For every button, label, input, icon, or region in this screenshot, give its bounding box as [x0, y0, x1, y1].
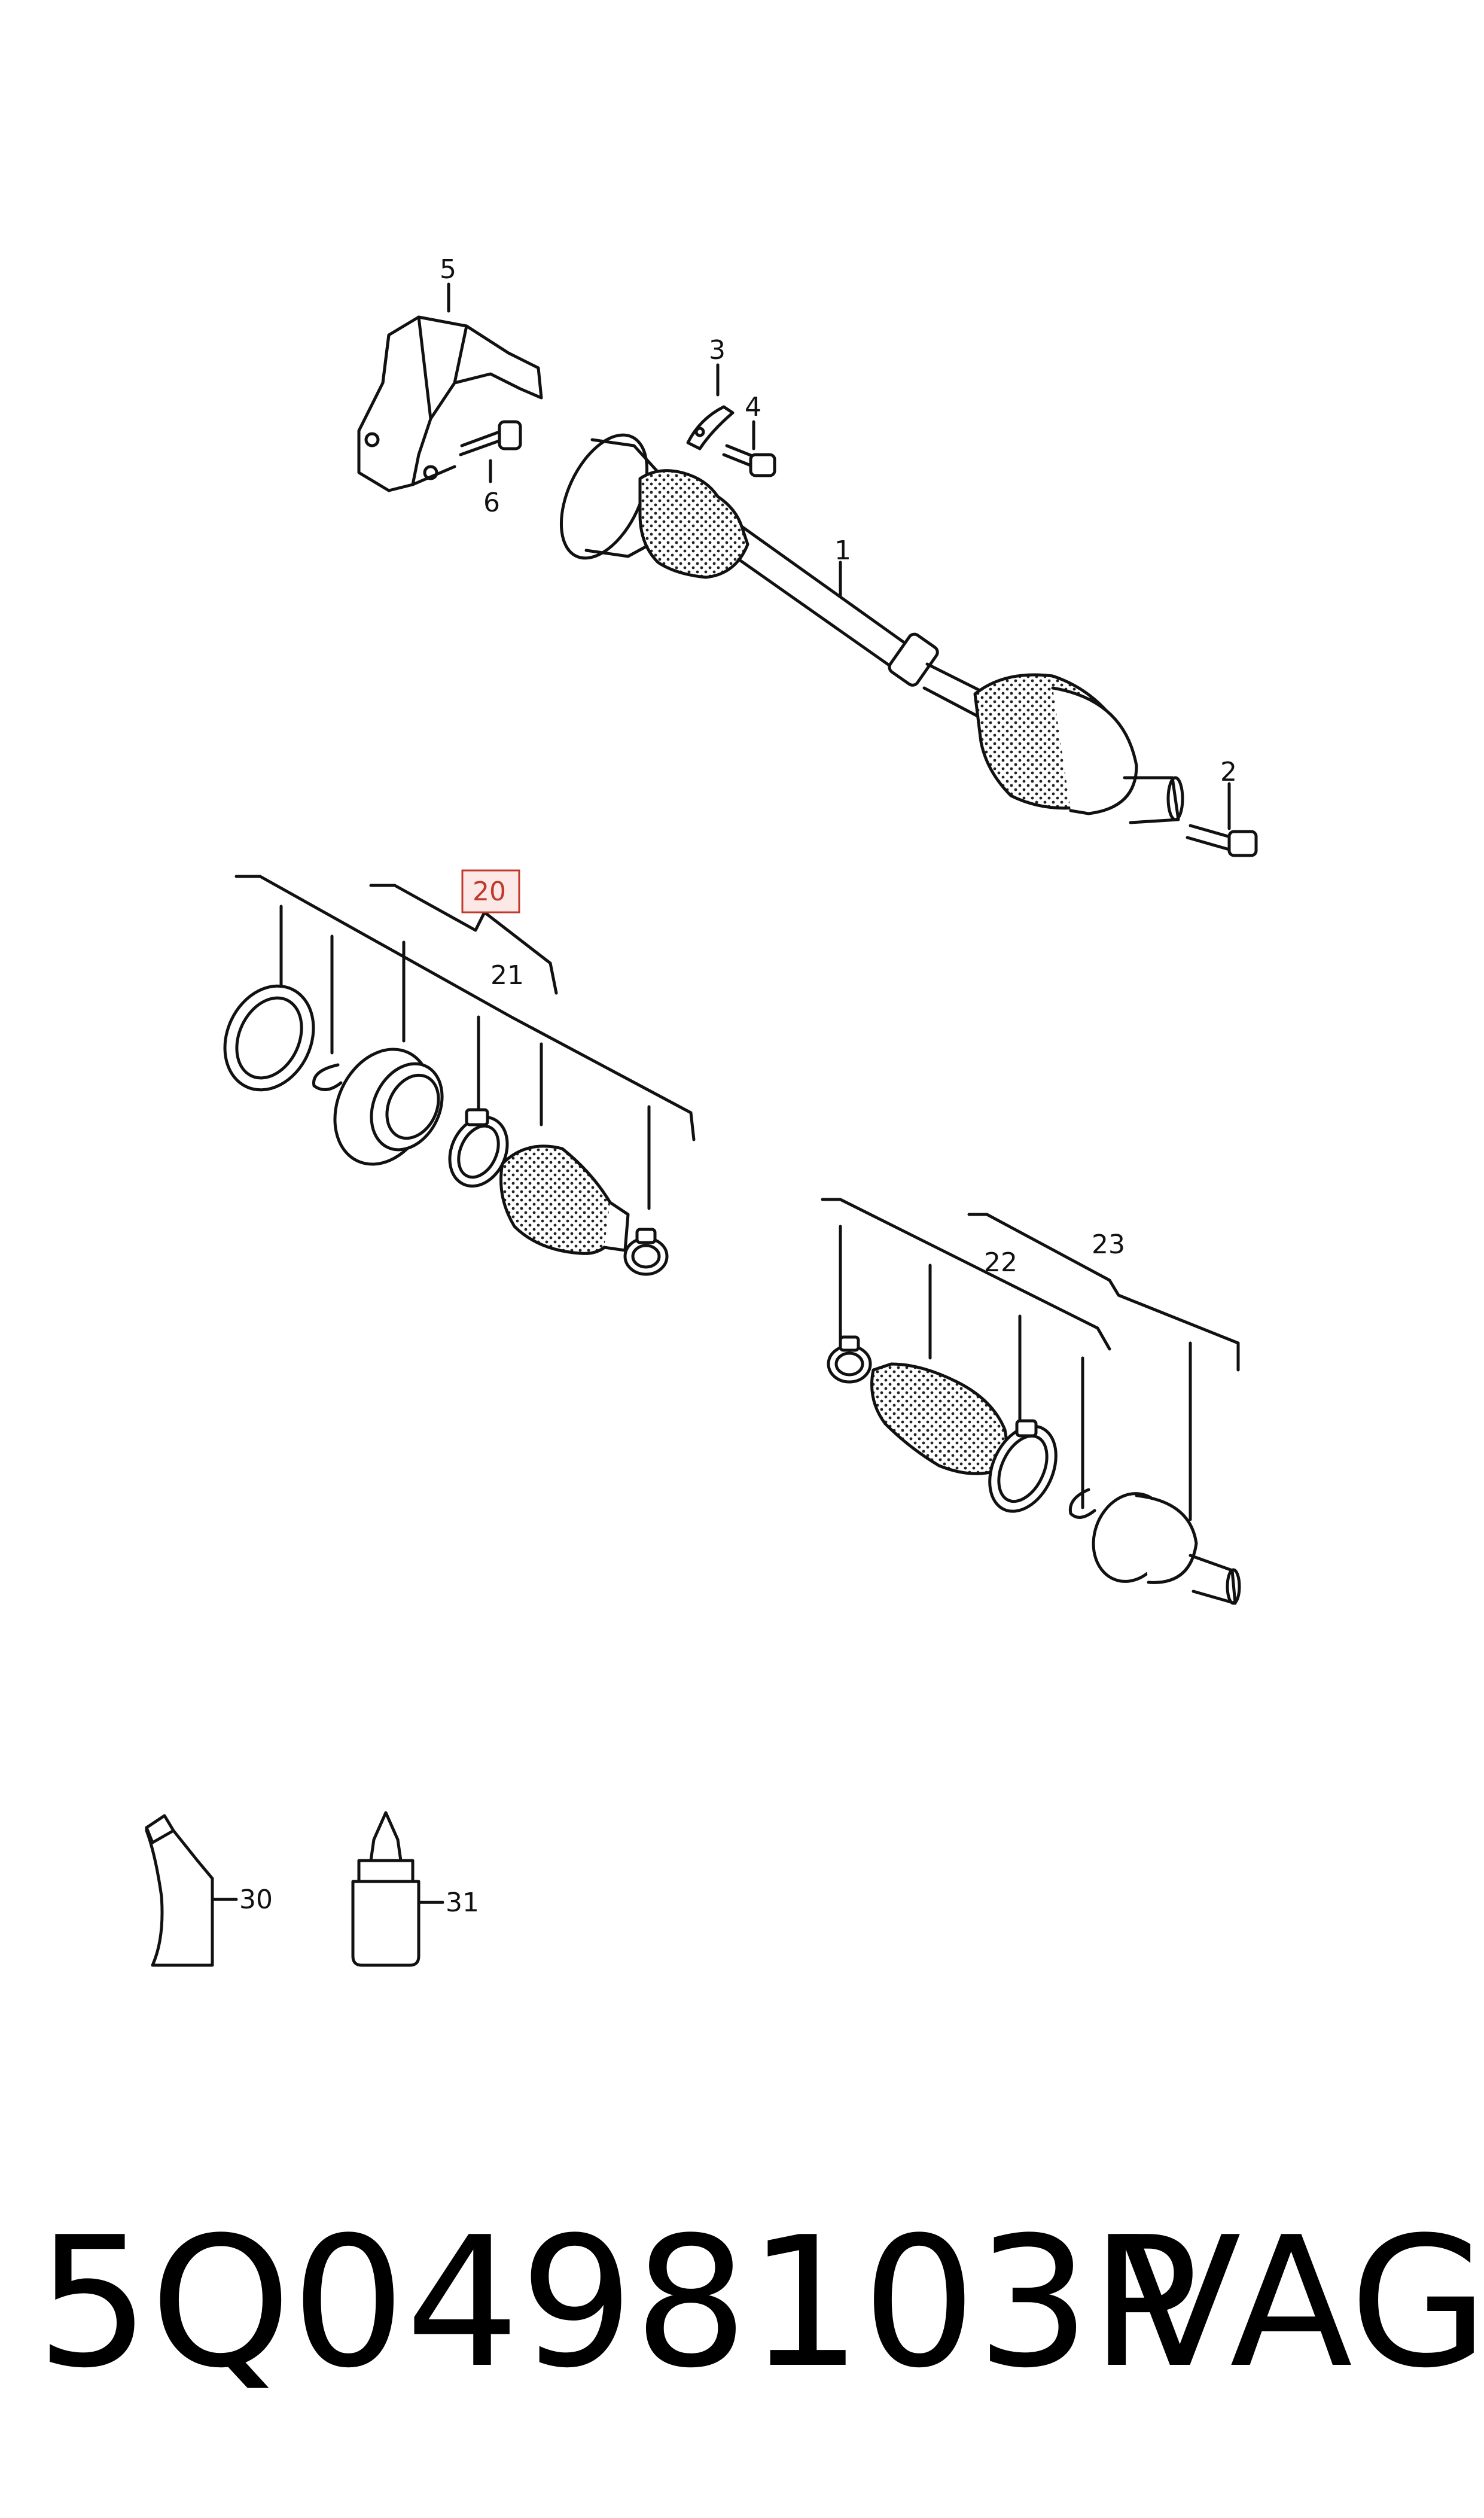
- clamp-small-21: [623, 1228, 669, 1276]
- part-number: 5Q0498103P: [36, 2199, 1199, 2407]
- clamp-small-22: [827, 1335, 872, 1384]
- circlip-22: [1068, 1488, 1096, 1519]
- inner-joint-housing: [333, 1048, 444, 1166]
- callout-22: 22: [984, 1247, 1017, 1278]
- highlight-box-20: [461, 869, 520, 914]
- callout-3: 3: [709, 335, 726, 366]
- callout-21: 21: [490, 960, 524, 991]
- bolt-part-2: [1186, 824, 1258, 857]
- heat-shield-part-5: [357, 315, 543, 492]
- outer-joint-23: [1092, 1492, 1241, 1605]
- grease-tube-part-30: [145, 1814, 214, 1967]
- callout-5: 5: [440, 254, 456, 285]
- callout-2: 2: [1220, 757, 1237, 787]
- bottle-part-31: [351, 1811, 420, 1967]
- callout-4: 4: [745, 392, 761, 422]
- brand-name: VAG: [1119, 2199, 1484, 2407]
- bracket-22-23: [821, 1198, 1240, 1521]
- bolt-part-6: [459, 420, 522, 456]
- seal-cover: [223, 984, 315, 1092]
- lock-plate-part-3: [686, 405, 735, 450]
- callout-23: 23: [1092, 1229, 1125, 1260]
- callout-30: 30: [239, 1884, 273, 1915]
- screw-part-4: [722, 444, 776, 477]
- callout-31: 31: [446, 1887, 479, 1918]
- callout-6: 6: [483, 488, 500, 518]
- callout-20: 20: [473, 876, 506, 907]
- outer-boot-22: [870, 1362, 1008, 1475]
- circlip-21: [312, 1063, 343, 1091]
- drive-shaft-part-1: [559, 433, 1184, 824]
- bracket-20-21: [234, 875, 696, 1210]
- clamp-large-21: [448, 1108, 509, 1188]
- footer: 5Q0498103P VAG: [0, 2190, 1484, 2417]
- inner-boot-21: [499, 1144, 630, 1255]
- callout-1: 1: [834, 535, 851, 566]
- clamp-large-22: [988, 1419, 1058, 1513]
